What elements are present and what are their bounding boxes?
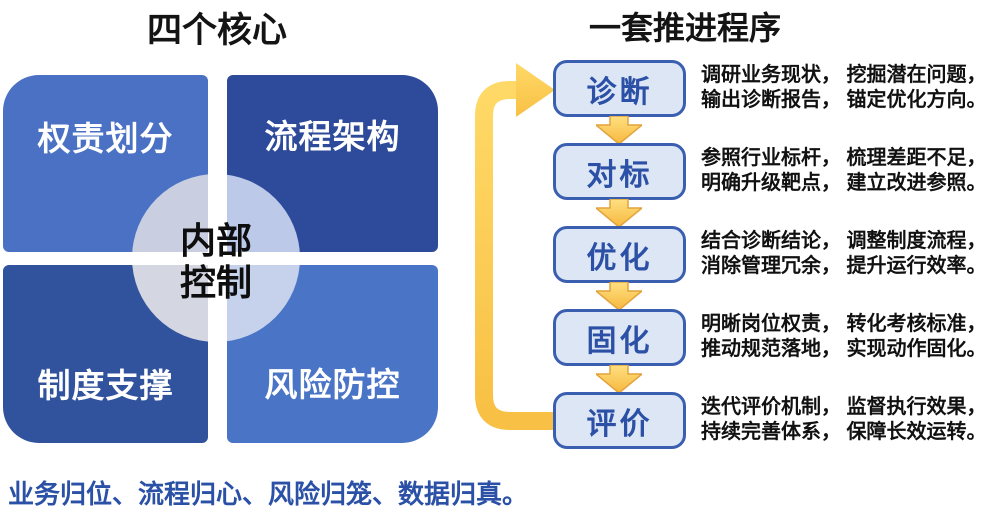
four-cores-matrix: 权责划分 流程架构 制度支撑 风险防控 内部 控制 [3,75,438,443]
step-description: 调研业务现状， 挖掘潜在问题， 输出诊断报告， 锚定优化方向。 [701,63,999,113]
step-desc-line-2: 输出诊断报告， 锚定优化方向。 [701,89,987,111]
quadrant-label: 权责划分 [37,120,174,157]
step-description: 结合诊断结论， 调整制度流程， 消除管理冗余， 提升运行效率。 [701,229,999,279]
step-desc-line-2: 明确升级靶点， 建立改进参照。 [701,172,987,194]
right-section-title: 一套推进程序 [588,10,781,46]
left-section-title: 四个核心 [146,11,287,50]
down-arrow-icon [596,116,642,144]
loop-arrow-icon [475,63,555,430]
step-description: 明晰岗位权责， 转化考核标准， 推动规范落地， 实现动作固化。 [701,312,999,362]
quadrant-label: 风险防控 [264,366,401,403]
quadrant-label: 流程架构 [264,118,401,155]
step-desc-line-1: 明晰岗位权责， 转化考核标准， [701,313,987,335]
step-desc-line-2: 推动规范落地， 实现动作固化。 [701,338,987,360]
step-desc-line-2: 消除管理冗余， 提升运行效率。 [701,255,987,277]
step-box-solidify: 固化 [553,309,686,366]
down-arrow-icon [596,365,642,393]
down-arrow-icon [596,199,642,227]
step-desc-line-1: 参照行业标杆， 梳理差距不足， [701,147,987,169]
center-label-line-1: 内部 [179,220,252,261]
step-description: 参照行业标杆， 梳理差距不足， 明确升级靶点， 建立改进参照。 [701,146,999,196]
quadrant-label: 制度支撑 [37,367,174,404]
step-label: 优化 [586,241,653,275]
footer-slogan: 业务归位、流程归心、风险归笼、数据归真。 [8,479,529,509]
step-box-benchmark: 对标 [553,143,686,200]
step-box-evaluate: 评价 [553,392,686,449]
center-label-line-2: 控制 [179,262,252,303]
step-label: 对标 [586,158,653,192]
divider-horizontal [3,252,438,265]
step-desc-line-1: 迭代评价机制， 监督执行效果， [701,396,987,418]
step-desc-line-2: 持续完善体系， 保障长效运转。 [701,421,987,443]
step-box-optimize: 优化 [553,226,686,283]
step-desc-line-1: 结合诊断结论， 调整制度流程， [701,230,987,252]
center-circle-label: 内部 控制 [132,220,300,304]
step-label: 固化 [586,324,653,358]
step-box-diagnose: 诊断 [553,60,686,117]
step-desc-line-1: 调研业务现状， 挖掘潜在问题， [701,64,987,86]
step-description: 迭代评价机制， 监督执行效果， 持续完善体系， 保障长效运转。 [701,395,999,445]
quadrant-bottom-left: 制度支撑 [3,265,208,443]
step-label: 诊断 [586,75,653,109]
step-label: 评价 [586,407,653,441]
quadrant-top-left: 权责划分 [3,75,208,252]
down-arrow-icon [596,282,642,310]
